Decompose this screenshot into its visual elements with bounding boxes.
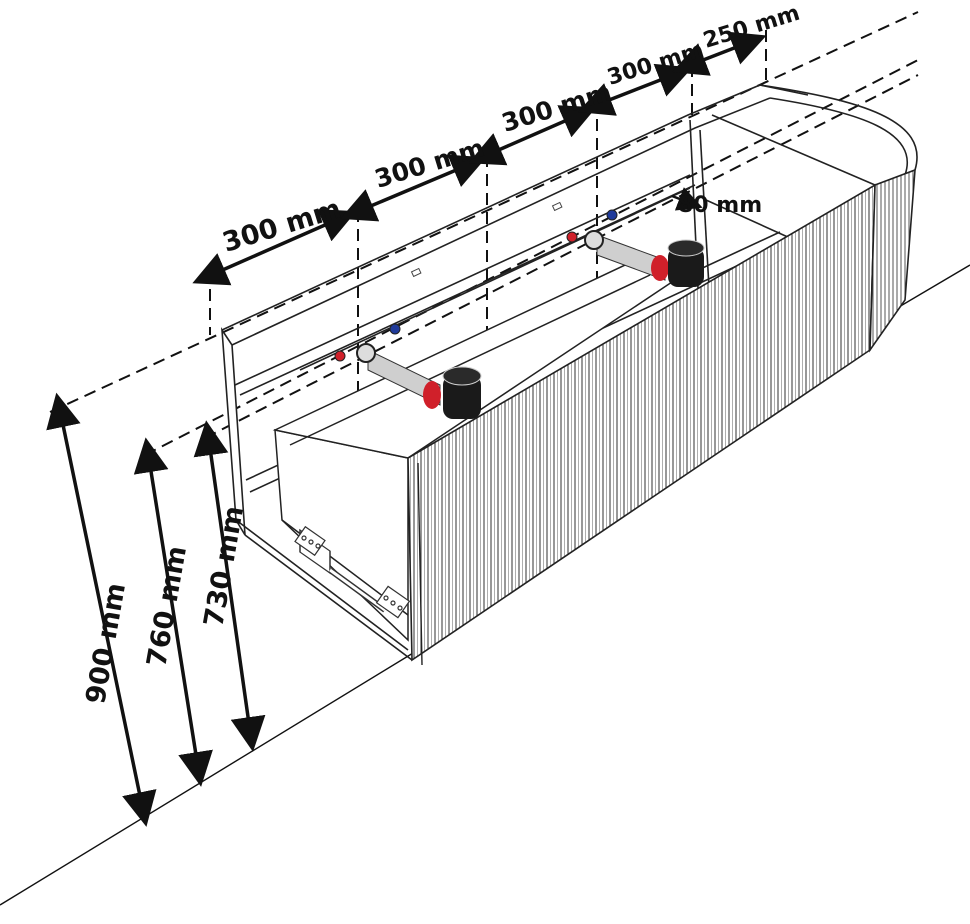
width-label-2: 300 mm [371, 133, 488, 194]
width-label-1: 300 mm [219, 193, 345, 258]
wall-outlet-icon [584, 230, 604, 250]
hot-connector-icon [651, 255, 669, 281]
plumbing-left [334, 267, 482, 419]
fluted-front-panel [407, 168, 916, 666]
drawer-runner-hardware [294, 525, 411, 619]
height-label-760: 760 mm [141, 544, 193, 670]
siphon-icon [668, 247, 704, 287]
hot-valve-icon [334, 350, 346, 362]
wall-outlet-icon [356, 343, 376, 363]
hot-connector-icon [423, 381, 441, 409]
hot-valve-icon [566, 231, 578, 243]
cold-valve-icon [389, 323, 401, 335]
siphon-icon [443, 375, 481, 419]
width-label-5: 250 mm [700, 1, 802, 54]
height-label-730: 730 mm [198, 504, 250, 630]
width-dimension-arrows [192, 31, 767, 286]
height-dimension-arrows [46, 392, 266, 827]
height-label-900: 900 mm [80, 581, 132, 707]
plumbing-right [551, 201, 705, 287]
cold-valve-icon [606, 209, 618, 221]
pipe-offset-label: 80 mm [678, 193, 762, 218]
